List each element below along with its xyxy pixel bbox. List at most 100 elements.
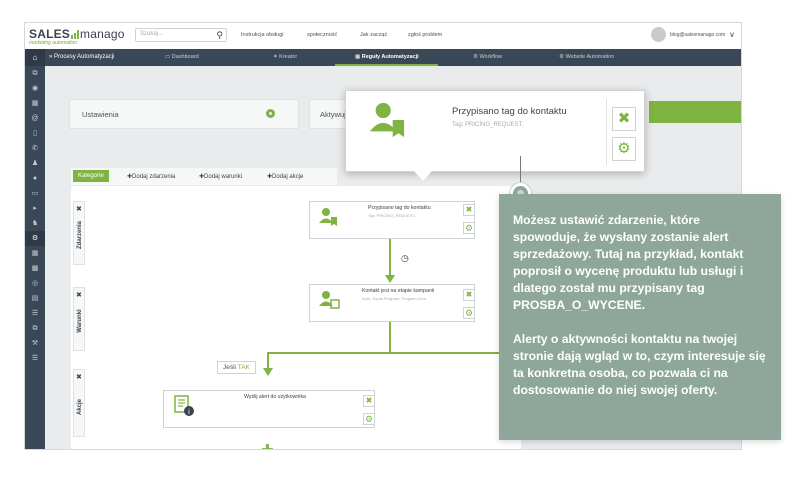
user-menu[interactable]: blog@salesmanago.com ∨ xyxy=(651,27,735,42)
automation-icon[interactable]: ⚙ xyxy=(25,231,45,246)
close-icon[interactable]: ✖ xyxy=(76,374,82,381)
if-yes-label: Jeśli TAK xyxy=(217,361,256,374)
tab-workflow[interactable]: ⚙ Workflow xyxy=(473,54,502,60)
database-icon[interactable]: ☰ xyxy=(31,310,39,317)
globe-icon[interactable]: ◎ xyxy=(31,280,39,287)
flow-arrow xyxy=(263,368,273,376)
event-card[interactable]: Przypisano tag do kontaktu Tag: PRICING_… xyxy=(309,201,475,239)
copy-icon[interactable]: ⧉ xyxy=(32,70,38,77)
tab-kategorie[interactable]: Kategorie xyxy=(73,170,109,182)
condition-card[interactable]: Kontakt jest na etapie kampanii Auto, Ko… xyxy=(309,284,475,322)
tab-workflow-label: Workflow xyxy=(479,54,502,60)
close-icon: ✖ xyxy=(465,205,473,214)
chevron-down-icon[interactable]: ∨ xyxy=(729,30,735,39)
search-input[interactable]: Szukaj... ⚲ xyxy=(135,28,227,42)
home-icon[interactable]: ⌂ xyxy=(25,49,45,66)
branch-line xyxy=(267,352,517,354)
tab-kreator[interactable]: ✦ Kreator xyxy=(273,54,297,60)
contacts-icon[interactable]: ▦ xyxy=(31,100,39,107)
tab-website-automation-label: Website Automation xyxy=(565,54,615,60)
svg-text:i: i xyxy=(188,408,190,416)
explanation-tooltip: Możesz ustawić zdarzenie, które spowoduj… xyxy=(499,194,781,440)
close-icon[interactable]: ✖ xyxy=(76,292,82,299)
section-conditions-label: Warunki xyxy=(77,309,83,333)
close-icon[interactable]: ✖ xyxy=(76,206,82,213)
section-events-label: Zdarzenia xyxy=(77,221,83,250)
tab-reguly[interactable]: ▦ Reguły Automatyzacji xyxy=(355,54,419,60)
section-actions: ✖ Akcje xyxy=(73,369,85,437)
wrench-icon[interactable]: ⚒ xyxy=(31,340,39,347)
link-spolecznosc[interactable]: społeczność xyxy=(307,32,338,38)
close-icon: ✖ xyxy=(617,110,631,127)
link-jak-zaczac[interactable]: Jak zacząć xyxy=(360,32,388,38)
add-event-tab[interactable]: ✚Dodaj zdarzenia xyxy=(127,173,175,180)
delete-event-button[interactable]: ✖ xyxy=(463,204,475,216)
grid-icon[interactable]: ▦ xyxy=(31,250,39,257)
delete-action-button[interactable]: ✖ xyxy=(363,395,375,407)
sliders-icon[interactable]: ☰ xyxy=(31,355,39,362)
breadcrumb-label: Procesy Automatyzacji xyxy=(54,54,115,60)
settings-panel[interactable]: Ustawienia xyxy=(69,99,299,129)
tab-reguly-label: Reguły Automatyzacji xyxy=(361,54,419,60)
eye-icon[interactable]: ◉ xyxy=(31,85,39,92)
add-action-tab[interactable]: ✚Dodaj akcje xyxy=(267,173,303,180)
popup-delete-button[interactable]: ✖ xyxy=(612,107,636,131)
settings-toggle-icon[interactable] xyxy=(266,109,275,118)
chart-icon[interactable]: ▩ xyxy=(31,265,39,272)
files-icon[interactable]: ⧉ xyxy=(32,325,38,332)
condition-card-title: Kontakt jest na etapie kampanii xyxy=(362,288,435,294)
event-card-subtitle: Tag: PRICING_REQUEST, xyxy=(368,213,416,218)
user-tag-icon xyxy=(319,208,337,226)
settings-label: Ustawienia xyxy=(82,110,119,119)
avatar[interactable] xyxy=(651,27,667,42)
condition-card-subtitle: Auto, Kopia Program, Program Zero xyxy=(362,296,427,301)
clock-icon[interactable]: ◷ xyxy=(401,253,409,263)
wand-icon: ✦ xyxy=(273,54,278,60)
link-zglos-problem[interactable]: zgłoś problem xyxy=(408,32,443,38)
add-condition-tab[interactable]: ✚Dodaj warunki xyxy=(199,173,242,180)
logo-name-part1: SALES xyxy=(29,27,71,41)
user-tag-icon xyxy=(369,102,405,138)
edit-condition-button[interactable]: ⚙ xyxy=(463,307,475,319)
tab-dashboard[interactable]: ▭ Dashboard xyxy=(165,54,199,60)
search-icon[interactable]: ⚲ xyxy=(216,30,223,40)
popup-pointer xyxy=(414,171,432,181)
flow-arrow xyxy=(385,275,395,283)
chat-icon[interactable]: ● xyxy=(32,175,38,182)
add-action-plus-icon[interactable]: ✚ xyxy=(261,443,274,449)
delete-condition-button[interactable]: ✖ xyxy=(463,289,475,301)
flow-line xyxy=(389,239,391,279)
edit-event-button[interactable]: ⚙ xyxy=(463,222,475,234)
section-actions-label: Akcje xyxy=(77,399,83,416)
save-rule-button[interactable] xyxy=(649,101,741,123)
popup-subtitle: Tag: PRICING_REQUEST, xyxy=(452,122,524,128)
group-icon[interactable]: ♞ xyxy=(31,220,39,227)
phone-icon[interactable]: ✆ xyxy=(32,145,38,152)
search-placeholder: Szukaj... xyxy=(140,31,164,37)
action-card[interactable]: i Wyślij alert do użytkownika xyxy=(163,390,375,428)
popup-settings-button[interactable]: ⚙ xyxy=(612,137,636,161)
action-card-title: Wyślij alert do użytkownika xyxy=(244,394,306,400)
breadcrumb[interactable]: » Procesy Automatyzacji xyxy=(49,54,115,60)
calendar-icon[interactable]: ▤ xyxy=(31,295,39,302)
builder-tabs: Kategorie ✚Dodaj zdarzenia ✚Dodaj warunk… xyxy=(71,168,337,185)
if-value: TAK xyxy=(237,364,250,371)
at-icon[interactable]: @ xyxy=(31,115,39,122)
tooltip-paragraph-2: Alerty o aktywności kontaktu na twojej s… xyxy=(513,332,766,397)
edit-action-button[interactable]: ⚙ xyxy=(363,413,375,425)
active-tab-indicator xyxy=(335,64,438,66)
tab-website-automation[interactable]: ⚙ Website Automation xyxy=(559,54,614,60)
monitor-icon[interactable]: ▭ xyxy=(31,190,39,197)
link-instrukcja[interactable]: Instrukcja obsługi xyxy=(241,32,284,38)
add-event-label: Dodaj zdarzenia xyxy=(132,174,176,180)
user-add-icon[interactable]: ♟ xyxy=(31,160,39,167)
plus-icon: ✚ xyxy=(127,174,133,180)
mobile-icon[interactable]: ▯ xyxy=(33,130,37,137)
close-icon: ✖ xyxy=(365,396,373,405)
user-campaign-icon xyxy=(319,291,340,309)
logo-bars-icon xyxy=(71,30,80,40)
megaphone-icon[interactable]: ▸ xyxy=(33,205,37,212)
sidebar: ⧉ ◉ ▦ @ ▯ ✆ ♟ ● ▭ ▸ ♞ ⚙ ▦ ▩ ◎ ▤ ☰ ⧉ ⚒ ☰ xyxy=(25,66,45,449)
website-icon: ⚙ xyxy=(559,54,564,60)
